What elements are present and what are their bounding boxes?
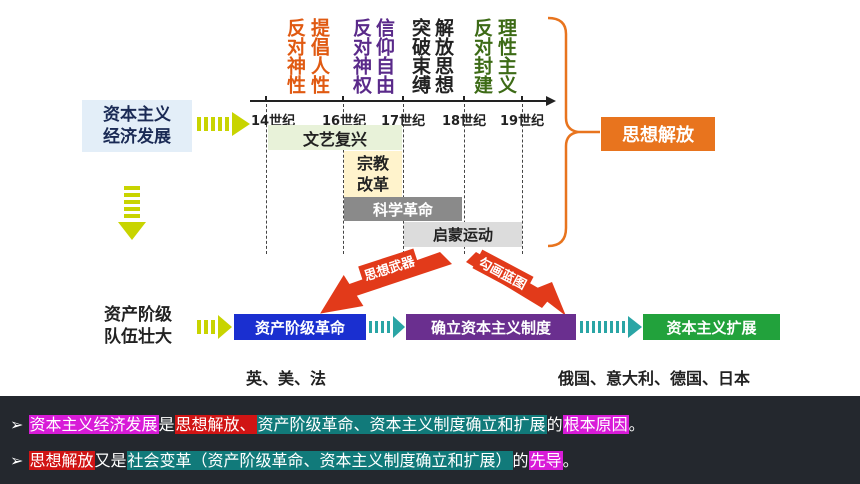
revolution-system-dotted-arrow [369, 316, 405, 338]
first-countries-label: 英、美、法 [246, 369, 327, 388]
idea-column-3: 反对神权 [350, 18, 372, 94]
note-2-also: 又是 [94, 451, 127, 470]
note-1-is: 是 [158, 415, 175, 434]
dashline-16c [343, 104, 344, 254]
dashline-18c [464, 104, 465, 254]
economy-dotted-arrow [197, 112, 250, 136]
bourgeois-line-2: 队伍壮大 [104, 327, 172, 347]
dashline-17c [403, 104, 404, 254]
note-1-of: 的 [546, 415, 563, 434]
century-label-19: 19世纪 [500, 114, 545, 129]
idea-column-7: 反对封建 [471, 18, 493, 94]
note-line-1: ➢ 资本主义经济发展是思想解放、资产阶级革命、资本主义制度确立和扩展的根本原因。 [10, 413, 855, 437]
later-countries-label: 俄国、意大利、德国、日本 [558, 369, 751, 388]
note-2-precursor: 先导 [528, 451, 563, 470]
note-1-root-cause: 根本原因 [562, 415, 629, 434]
down-dotted-arrow [118, 186, 146, 240]
note-1-period: 。 [628, 415, 645, 434]
economy-line-2: 经济发展 [103, 127, 171, 147]
reformation-line-2: 改革 [356, 175, 389, 194]
idea-column-1: 反对神性 [284, 18, 306, 94]
system-expansion-dotted-arrow [580, 316, 642, 338]
note-1-economy: 资本主义经济发展 [28, 415, 159, 434]
dashline-19c [522, 104, 523, 254]
dashline-14c [266, 104, 267, 254]
capitalist-system-box: 确立资本主义制度 [406, 314, 576, 340]
note-2-thought: 思想解放 [28, 451, 95, 470]
timeline-arrowhead [546, 96, 556, 106]
idea-column-2: 提倡人性 [308, 18, 330, 94]
economy-development-box: 资本主义 经济发展 [82, 100, 192, 152]
bourgeois-line-1: 资产阶级 [104, 305, 172, 325]
idea-column-6: 解放思想 [432, 18, 454, 94]
century-label-18: 18世纪 [442, 114, 487, 129]
thought-liberation-box: 思想解放 [601, 117, 715, 151]
economy-line-1: 资本主义 [103, 105, 171, 125]
bourgeois-growth-label: 资产阶级 队伍壮大 [88, 302, 188, 350]
idea-column-5: 突破束缚 [409, 18, 431, 94]
enlightenment-box: 启蒙运动 [404, 222, 522, 247]
renaissance-box: 文艺复兴 [268, 125, 402, 150]
science-revolution-box: 科学革命 [344, 197, 462, 221]
note-1-marker: ➢ [10, 415, 24, 434]
note-2-marker: ➢ [10, 451, 24, 470]
reformation-box: 宗教 改革 [344, 151, 402, 197]
bourgeois-dotted-arrow [197, 315, 232, 339]
capitalist-expansion-box: 资本主义扩展 [643, 314, 780, 340]
idea-column-8: 理性主义 [495, 18, 517, 94]
note-1-revolution: 资产阶级革命、资本主义制度确立和扩展 [256, 415, 547, 434]
note-2-of: 的 [512, 451, 529, 470]
note-line-2: ➢ 思想解放又是社会变革（资产阶级革命、资本主义制度确立和扩展）的先导。 [10, 449, 855, 473]
idea-column-4: 信仰自由 [373, 18, 395, 94]
right-brace [547, 16, 579, 248]
note-2-period: 。 [562, 451, 579, 470]
note-1-thought: 思想解放、 [174, 415, 257, 434]
bourgeois-revolution-box: 资产阶级革命 [234, 314, 366, 340]
reformation-line-1: 宗教 [356, 154, 389, 173]
note-2-social-change: 社会变革（资产阶级革命、资本主义制度确立和扩展） [126, 451, 513, 470]
